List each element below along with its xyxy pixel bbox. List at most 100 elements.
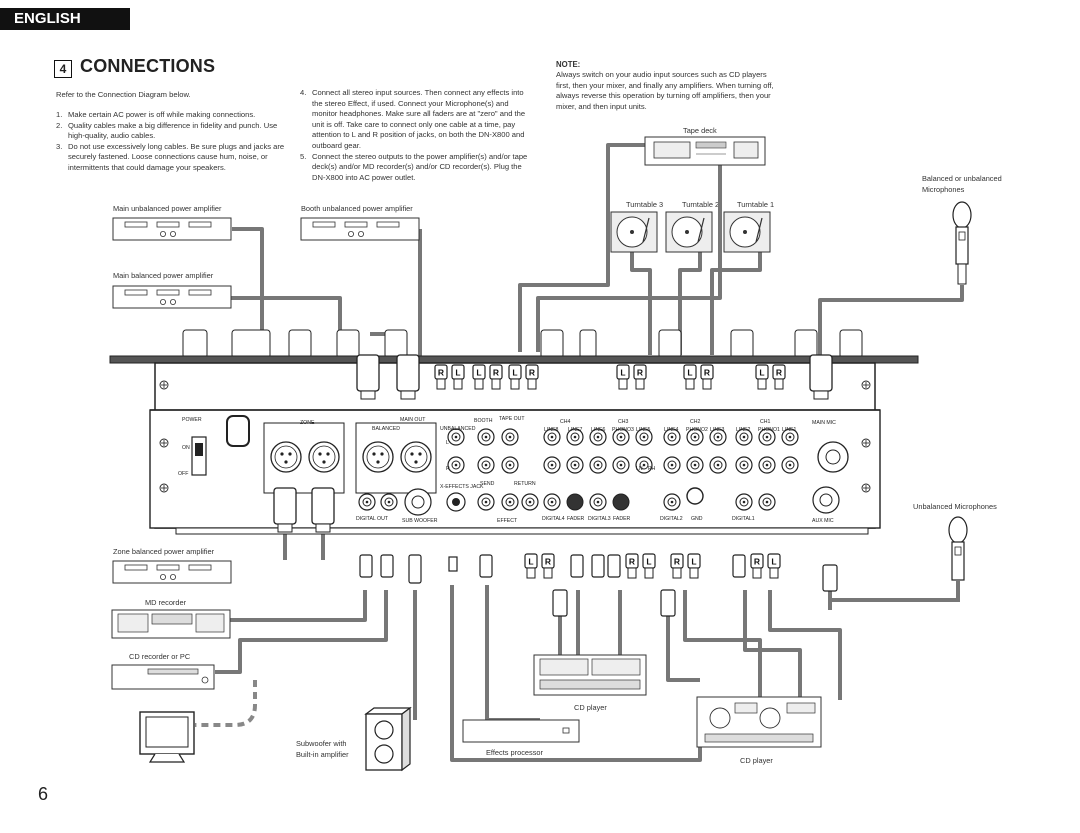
upper-rca-plug: L bbox=[755, 364, 769, 390]
upper-rca-plug: R bbox=[700, 364, 714, 390]
label-tape-deck: Tape deck bbox=[683, 126, 717, 135]
panel-label-ch2: CH2 bbox=[690, 419, 700, 425]
panel-label-digital-out: DIGITAL OUT bbox=[356, 516, 389, 522]
turntable-1-icon bbox=[723, 211, 771, 253]
steps-list-left: 1.Make certain AC power is off while mak… bbox=[56, 110, 286, 174]
lower-rca-plug-letter: R bbox=[545, 557, 551, 567]
panel-label-line1: LINE1 bbox=[782, 427, 797, 433]
label-main-unbalanced-amp: Main unbalanced power amplifier bbox=[113, 204, 222, 213]
page-number: 6 bbox=[38, 784, 49, 804]
panel-label-main-mic: MAIN MIC bbox=[812, 420, 836, 426]
label-cd-player-1: CD player bbox=[574, 703, 607, 712]
upper-rca-plug-letter: R bbox=[637, 368, 643, 378]
tape-deck-icon bbox=[644, 136, 766, 166]
lower-rca-plug-letter: L bbox=[691, 557, 696, 567]
booth-unbalanced-amp-icon bbox=[300, 217, 420, 241]
panel-label-booth: BOOTH bbox=[474, 418, 493, 424]
lower-rca-plug: R bbox=[541, 553, 555, 579]
lower-rca-plug: R bbox=[750, 553, 764, 579]
upper-rca-plug: R bbox=[434, 364, 448, 390]
upper-rca-plug-letter: R bbox=[438, 368, 444, 378]
upper-rca-plug-letter: R bbox=[704, 368, 710, 378]
lower-rca-plug-letter: L bbox=[771, 557, 776, 567]
panel-label-aux-mic: AUX MIC bbox=[812, 518, 834, 524]
upper-rca-plug-letter: L bbox=[476, 368, 481, 378]
upper-rca-plug: L bbox=[451, 364, 465, 390]
panel-label-l: L bbox=[446, 440, 449, 446]
panel-label-line4: LINE4 bbox=[664, 427, 679, 433]
upper-rca-plug: L bbox=[616, 364, 630, 390]
panel-label-send: SEND bbox=[480, 481, 495, 487]
panel-label-fader-2: FADER bbox=[613, 516, 631, 522]
panel-label-return: RETURN bbox=[514, 481, 536, 487]
computer-monitor-icon bbox=[139, 711, 195, 763]
label-turntable-1: Turntable 1 bbox=[737, 200, 775, 209]
panel-label-x-effects-jack: X-EFFECTS JACK bbox=[440, 484, 484, 490]
language-tab: ENGLISH bbox=[0, 8, 130, 30]
unbalanced-microphone-icon bbox=[828, 516, 968, 602]
panel-label-power: POWER bbox=[182, 417, 202, 423]
turntable-2-icon bbox=[665, 211, 713, 253]
upper-rca-plug-letter: L bbox=[512, 368, 517, 378]
lower-rca-plug-letter: R bbox=[674, 557, 680, 567]
lower-rca-plug-letter: L bbox=[646, 557, 651, 567]
upper-rca-plug: R bbox=[772, 364, 786, 390]
panel-label-ch1: CH1 bbox=[760, 419, 770, 425]
lower-rca-plug: L bbox=[642, 553, 656, 579]
section-number: 4 bbox=[54, 60, 72, 78]
section-title: CONNECTIONS bbox=[80, 56, 216, 76]
cd-player-2-icon bbox=[696, 696, 822, 748]
step-item: 1.Make certain AC power is off while mak… bbox=[56, 110, 256, 119]
label-cd-recorder: CD recorder or PC bbox=[129, 652, 191, 661]
md-recorder-icon bbox=[111, 609, 231, 639]
panel-label-main-out: MAIN OUT bbox=[400, 417, 426, 423]
lower-rca-plug-letter: R bbox=[754, 557, 760, 567]
steps-list-right: 4.Connect all stereo input sources. Then… bbox=[300, 88, 530, 183]
panel-label-line5: LINE5 bbox=[636, 427, 651, 433]
upper-rca-plug: L bbox=[683, 364, 697, 390]
upper-rca-plug-letter: L bbox=[759, 368, 764, 378]
lower-rca-plug-letter: R bbox=[629, 557, 635, 567]
step-item: 4.Connect all stereo input sources. Then… bbox=[300, 88, 526, 150]
intro-text: Refer to the Connection Diagram below. bbox=[56, 90, 191, 99]
label-booth-unbalanced-amp: Booth unbalanced power amplifier bbox=[301, 204, 413, 213]
label-zone-balanced-amp: Zone balanced power amplifier bbox=[113, 547, 215, 556]
turntable-3-icon bbox=[610, 211, 658, 253]
upper-rca-plug-letter: L bbox=[620, 368, 625, 378]
panel-label-sub-woofer: SUB WOOFER bbox=[402, 518, 438, 524]
ac-inlet bbox=[226, 415, 250, 447]
label-unbalanced-mics: Unbalanced Microphones bbox=[913, 502, 997, 511]
upper-rca-plug-letter: L bbox=[455, 368, 460, 378]
lower-rca-plug-letter: L bbox=[528, 557, 533, 567]
effects-processor-icon bbox=[462, 719, 580, 743]
panel-label-line8: LINE8 bbox=[544, 427, 559, 433]
upper-rca-plug-letter: R bbox=[529, 368, 535, 378]
label-turntable-3: Turntable 3 bbox=[626, 200, 664, 209]
panel-label-phono1: PHONO1 bbox=[758, 427, 780, 433]
panel-label-on: ON bbox=[182, 445, 190, 451]
lower-rca-plug: L bbox=[767, 553, 781, 579]
main-unbalanced-amp-icon bbox=[112, 217, 232, 241]
label-cd-player-2: CD player bbox=[740, 756, 773, 765]
panel-label-phono3: PHONO3 bbox=[612, 427, 634, 433]
upper-rca-plug: R bbox=[525, 364, 539, 390]
panel-label-gnd: GND bbox=[691, 516, 703, 522]
subwoofer-icon bbox=[364, 706, 412, 772]
panel-label-off: OFF bbox=[178, 471, 188, 477]
panel-label-digital4: DIGITAL4 bbox=[542, 516, 565, 522]
upper-rca-plug: L bbox=[508, 364, 522, 390]
panel-label-ph: PH bbox=[648, 466, 655, 472]
note-heading: NOTE: bbox=[556, 60, 581, 69]
upper-rca-plug-letter: R bbox=[493, 368, 499, 378]
zone-balanced-amp-icon bbox=[112, 560, 232, 584]
panel-label-unbalanced: UNBALANCED bbox=[440, 426, 476, 432]
panel-label-line3: LINE3 bbox=[710, 427, 725, 433]
main-balanced-amp-icon bbox=[112, 285, 232, 309]
panel-label-digital1: DIGITAL1 bbox=[732, 516, 755, 522]
panel-label-line6: LINE6 bbox=[591, 427, 606, 433]
upper-rca-plug: R bbox=[633, 364, 647, 390]
lower-rca-plug: R bbox=[625, 553, 639, 579]
